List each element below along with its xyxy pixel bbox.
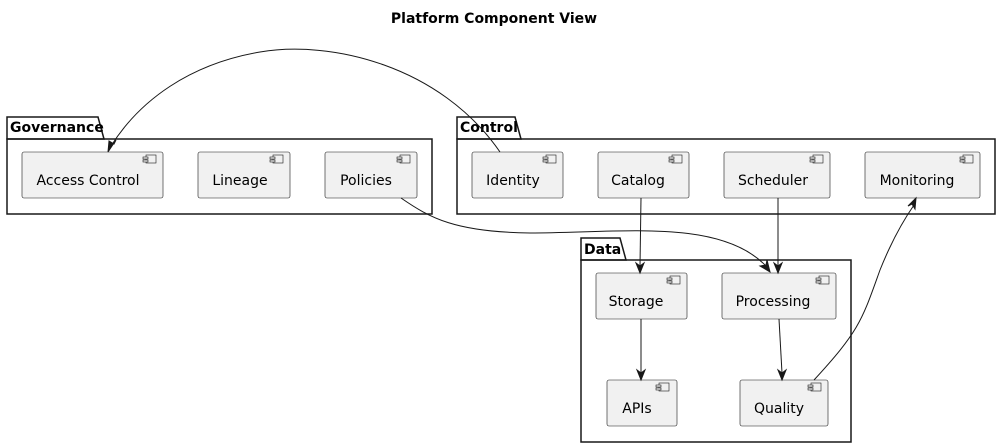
- component-label: Access Control: [37, 173, 140, 189]
- component-apis[interactable]: APIs: [606, 379, 678, 427]
- component-label: APIs: [622, 401, 651, 417]
- component-label: Lineage: [212, 173, 267, 189]
- component-icon: [668, 154, 683, 164]
- package-governance: Governance: [6, 116, 433, 215]
- component-icon: [809, 154, 824, 164]
- component-icon: [959, 154, 974, 164]
- package-label-control: Control: [460, 120, 518, 136]
- package-label-governance: Governance: [10, 120, 104, 136]
- component-storage[interactable]: Storage: [595, 272, 688, 320]
- component-access-control[interactable]: Access Control: [21, 151, 164, 199]
- component-quality[interactable]: Quality: [739, 379, 829, 427]
- component-processing[interactable]: Processing: [721, 272, 837, 320]
- component-icon: [655, 382, 670, 392]
- component-icon: [142, 154, 157, 164]
- component-icon: [396, 154, 411, 164]
- component-label: Identity: [486, 173, 540, 189]
- edge-processing-to-quality: [776, 318, 788, 382]
- edge-identity-to-access-control: [107, 48, 501, 153]
- component-icon: [807, 382, 822, 392]
- diagram-title: Platform Component View: [391, 11, 597, 27]
- component-scheduler[interactable]: Scheduler: [723, 151, 831, 199]
- edge-quality-to-monitoring: [813, 196, 917, 381]
- component-label: Storage: [609, 294, 664, 310]
- component-identity[interactable]: Identity: [471, 151, 564, 199]
- component-monitoring[interactable]: Monitoring: [864, 151, 981, 199]
- edge-catalog-to-storage: [634, 197, 646, 275]
- component-label: Catalog: [611, 173, 665, 189]
- component-label: Monitoring: [880, 173, 955, 189]
- component-icon: [815, 275, 830, 285]
- edge-scheduler-to-processing: [772, 198, 784, 275]
- component-icon: [666, 275, 681, 285]
- package-frame: [456, 138, 996, 215]
- component-icon: [269, 154, 284, 164]
- package-control: Control: [456, 116, 996, 215]
- component-catalog[interactable]: Catalog: [597, 151, 690, 199]
- component-label: Processing: [736, 294, 811, 310]
- edge-policies-to-processing: [400, 197, 771, 274]
- component-label: Policies: [340, 173, 392, 189]
- component-lineage[interactable]: Lineage: [197, 151, 291, 199]
- component-label: Scheduler: [738, 173, 808, 189]
- package-frame: [580, 259, 852, 443]
- package-frame: [6, 138, 433, 215]
- component-policies[interactable]: Policies: [324, 151, 418, 199]
- component-icon: [542, 154, 557, 164]
- component-label: Quality: [754, 401, 804, 417]
- package-label-data: Data: [584, 242, 621, 258]
- edge-storage-to-apis: [635, 319, 647, 382]
- package-data: Data: [580, 237, 852, 443]
